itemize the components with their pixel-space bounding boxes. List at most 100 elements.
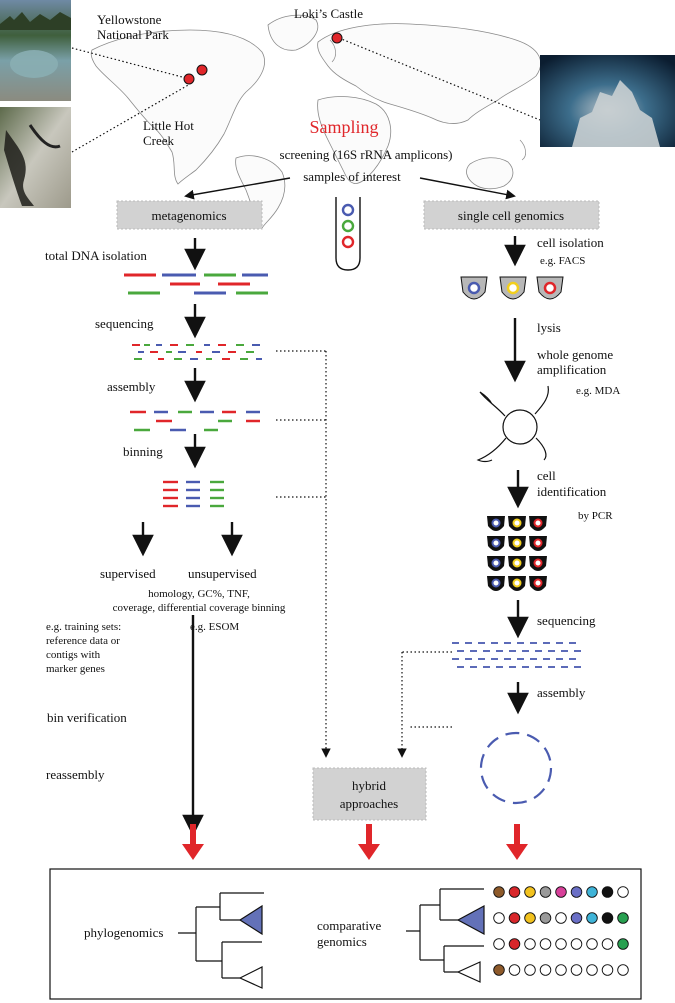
genome-dot: [586, 886, 598, 898]
genome-dot: [586, 964, 598, 976]
pcr-well-ring: [491, 518, 501, 528]
map-detail-lines: [329, 39, 526, 161]
site-connectors: [71, 37, 541, 153]
genome-dot: [617, 886, 629, 898]
phylogenomics-label: phylogenomics: [84, 925, 163, 940]
dna-fragments: [124, 273, 268, 295]
little-hot-creek-photo: [0, 107, 71, 208]
genome-dot: [601, 912, 614, 924]
pcr-well-ring: [533, 538, 543, 548]
genome-dot: [555, 886, 567, 898]
genome-dot: [524, 886, 536, 898]
unsupervised-label: unsupervised: [188, 566, 257, 581]
isolated-cells: [460, 276, 564, 300]
site-markers: [183, 32, 343, 85]
pcr-well-ring: [491, 538, 501, 548]
genome-dot: [524, 938, 536, 950]
genome-dot: [555, 912, 567, 924]
north-america-shape: [90, 29, 265, 185]
genome-dot: [539, 912, 552, 924]
africa-shape: [317, 96, 392, 184]
binning-features-label: homology, GC%, TNF,coverage, differentia…: [113, 588, 286, 614]
genome-dot: [617, 964, 629, 976]
genome-dot: [493, 912, 505, 924]
assembled-contigs: [130, 410, 260, 432]
facs-label: e.g. FACS: [540, 255, 585, 267]
contig-bins: [163, 480, 224, 508]
genome-dot: [524, 964, 536, 976]
genome-dot: [508, 938, 521, 950]
reassembly-label: reassembly: [46, 767, 105, 782]
genome-dot: [539, 886, 552, 898]
genome-dot: [586, 938, 598, 950]
sequencing-reads: [132, 344, 262, 360]
genome-dot: [555, 938, 567, 950]
hybrid-guides: [276, 350, 452, 758]
pcr-well-ring: [533, 518, 543, 528]
samples-of-interest-label: samples of interest: [303, 169, 401, 184]
supervised-label: supervised: [100, 566, 156, 581]
lokis-castle-photo: [540, 55, 675, 147]
pcr-well-ring: [491, 558, 501, 568]
genome-dot: [493, 964, 505, 976]
world-map: [90, 14, 541, 229]
genome-dot: [570, 964, 583, 976]
lokis-castle-label: Loki’s Castle: [294, 6, 363, 21]
genome-dot: [570, 938, 583, 950]
genome-dot: [586, 912, 598, 924]
mda-label: e.g. MDA: [576, 385, 620, 397]
pcr-well-ring: [533, 578, 543, 588]
red-arrows: [182, 824, 528, 860]
svg-text:single cell genomics: single cell genomics: [458, 208, 564, 223]
comparative-tree: [406, 888, 485, 983]
genome-dot: [570, 912, 583, 924]
genome-dot: [508, 912, 521, 924]
unsupervised-example-label: e.g. ESOM: [190, 621, 239, 633]
cell-isolation-label: cell isolation: [537, 235, 604, 250]
results-panel: [49, 868, 642, 1000]
genome-dot: [493, 938, 505, 950]
sc-sequencing-label: sequencing: [537, 613, 596, 628]
genome-dot: [570, 886, 583, 898]
pcr-well-ring: [512, 518, 522, 528]
amplified-dna: [476, 385, 549, 463]
yellowstone-marker: [196, 64, 208, 76]
arrow-to-metagenomics: [184, 177, 291, 200]
genome-dot: [601, 938, 614, 950]
sc-reads: [452, 642, 581, 668]
australia-shape: [466, 157, 514, 190]
screening-label: screening (16S rRNA amplicons): [280, 147, 453, 162]
pcr-well-ring: [491, 578, 501, 588]
genome-dot: [539, 964, 552, 976]
pcr-plate: [487, 516, 547, 591]
pcr-well-ring: [512, 538, 522, 548]
svg-text:metagenomics: metagenomics: [151, 208, 226, 223]
genome-dot: [555, 964, 567, 976]
genome-dot: [539, 938, 552, 950]
genome-dot-matrix: [493, 886, 629, 976]
genome-dot: [617, 912, 629, 924]
assembled-genome-circle: [479, 731, 553, 805]
yellowstone-photo: [0, 0, 71, 101]
genome-dot: [508, 886, 521, 898]
meta-sequencing-label: sequencing: [95, 316, 154, 331]
pcr-well-ring: [512, 558, 522, 568]
genome-dot: [617, 938, 629, 950]
genome-dot: [601, 886, 614, 898]
bin-verification-label: bin verification: [47, 710, 127, 725]
eurasia-shape: [317, 23, 541, 124]
little-hot-creek-marker: [183, 73, 195, 85]
pcr-well-ring: [533, 558, 543, 568]
pcr-well-ring: [512, 578, 522, 588]
by-pcr-label: by PCR: [578, 510, 613, 522]
arrow-to-single-cell: [419, 177, 516, 200]
lokis-castle-marker: [331, 32, 343, 44]
